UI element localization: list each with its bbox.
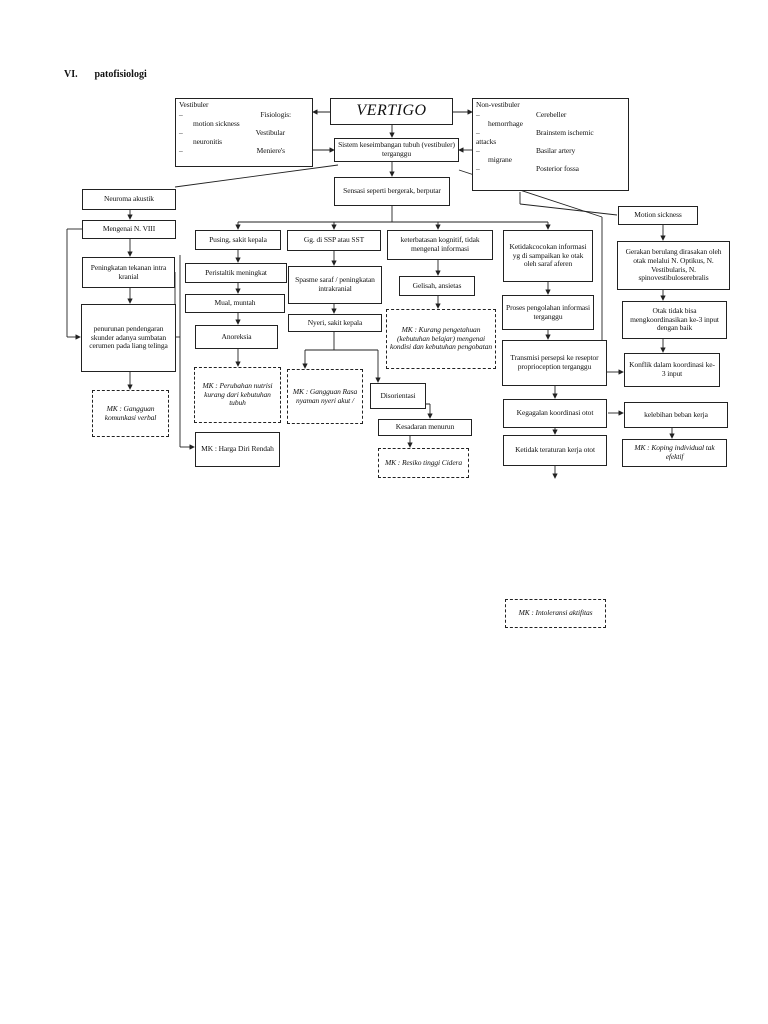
node-mk-nutrisi: MK : Perubahan nutrisi kurang dari kebut…	[194, 367, 281, 423]
node-motion-sickness: Motion sickness	[618, 206, 698, 225]
node-kelebihan: kelebihan beban kerja	[624, 402, 728, 428]
node-transmisi: Transmisi persepsi ke reseptor proprioce…	[502, 340, 607, 386]
node-nonvestibuler: Non-vestibuler – Cerebeller hemorrhage – B…	[472, 98, 629, 191]
nonvestibuler-dash	[476, 119, 488, 128]
node-ketidakcocokan: Ketidakcocokan informasi yg di sampaikan…	[503, 230, 593, 282]
vestibuler-dash: –	[179, 145, 183, 155]
node-mk-pengetahuan: MK : Kurang pengetahuan (kebutuhan belaj…	[386, 309, 496, 369]
node-mengenai-n8: Mengenai N. VIII	[82, 220, 176, 239]
node-anoreksia: Anoreksia	[195, 325, 278, 349]
vestibuler-item: neuronitis	[193, 136, 222, 146]
node-otak: Otak tidak bisa mengkoordinasikan ke-3 i…	[622, 301, 727, 339]
nonvestibuler-item: Cerebeller	[536, 109, 567, 119]
vestibuler-dash	[179, 119, 193, 128]
nonvestibuler-dash: –	[476, 145, 480, 155]
node-mk-nyeri: MK : Gangguan Rasa nyaman nyeri akut /	[287, 369, 363, 424]
node-nyeri: Nyeri, sakit kepala	[288, 314, 382, 332]
node-mk-harga-diri: MK : Harga Diri Rendah	[195, 432, 280, 467]
vestibuler-title: Vestibuler	[179, 100, 209, 109]
vestibuler-dash: –	[179, 127, 183, 137]
nonvestibuler-item: Brainstem ischemic	[536, 127, 594, 137]
node-mk-cidera: MK : Resiko tinggi Cidera	[378, 448, 469, 478]
nonvestibuler-title: Non-vestibuler	[476, 100, 520, 109]
nonvestibuler-dash: –	[476, 109, 480, 119]
node-konflik: Konflik dalam koordinasi ke-3 input	[624, 353, 720, 387]
node-mual: Mual, muntah	[185, 294, 285, 313]
node-neuroma: Neuroma akustik	[82, 189, 176, 210]
heading-number: VI.	[64, 69, 78, 80]
nonvestibuler-item: migrane	[488, 154, 512, 164]
node-proses: Proses pengolahan informasi terganggu	[502, 295, 594, 330]
nonvestibuler-dash: –	[476, 163, 480, 173]
nonvestibuler-item: attacks	[476, 136, 497, 146]
node-kegagalan: Kegagalan koordinasi otot	[503, 399, 607, 428]
vestibuler-dash: –	[179, 109, 183, 119]
node-mk-koping: MK : Koping individual tak efektif	[622, 439, 727, 467]
nonvestibuler-item: hemorrhage	[488, 118, 523, 128]
nonvestibuler-item: Posterior fossa	[536, 163, 579, 173]
nonvestibuler-dash: –	[476, 127, 480, 137]
node-gg-ssp: Gg. di SSP atau SST	[287, 230, 381, 251]
node-gerakan: Gerakan berulang dirasakan oleh otak mel…	[617, 241, 730, 290]
node-sistem-keseimbangan: Sistem keseimbangan tubuh (vestibuler) t…	[334, 138, 459, 162]
vestibuler-item: motion sickness	[193, 118, 240, 128]
node-peristaltik: Peristaltik meningkat	[185, 263, 287, 283]
node-vertigo: VERTIGO	[330, 98, 453, 125]
vestibuler-item: Meniere's	[256, 145, 285, 155]
node-spasme: Spasme saraf / peningkatan intrakranial	[288, 266, 382, 304]
node-vestibuler: Vestibuler –Fisiologis: motion sickness …	[175, 98, 313, 167]
nonvestibuler-dash	[476, 155, 488, 164]
vestibuler-item: Vestibular	[255, 127, 286, 137]
node-mk-komunikasi: MK : Gangguan komunkasi verbal	[92, 390, 169, 437]
vestibuler-dash	[179, 137, 193, 146]
node-penurunan-pendengaran: penurunan pendengaran skunder adanya sum…	[81, 304, 176, 372]
node-pusing: Pusing, sakit kepala	[195, 230, 281, 250]
node-sensasi: Sensasi seperti bergerak, berputar	[334, 177, 450, 206]
node-gelisah: Gelisah, ansietas	[399, 276, 475, 296]
section-heading: VI. patofisiologi	[64, 69, 147, 80]
heading-title: patofisiologi	[94, 69, 147, 80]
node-ketidak-teraturan: Ketidak teraturan kerja otot	[503, 435, 607, 466]
nonvestibuler-item: Basilar artery	[536, 145, 576, 155]
node-mk-intoleransi: MK : Intoleransi aktifitas	[505, 599, 606, 628]
node-disorientasi: Disorientasi	[370, 383, 426, 409]
node-peningkatan-tekanan: Peningkatan tekanan intra kranial	[82, 257, 175, 288]
vestibuler-item: Fisiologis:	[260, 109, 291, 119]
node-keterbatasan: keterbatasan kognitif, tidak mengenal in…	[387, 230, 493, 260]
node-kesadaran: Kesadaran menurun	[378, 419, 472, 436]
